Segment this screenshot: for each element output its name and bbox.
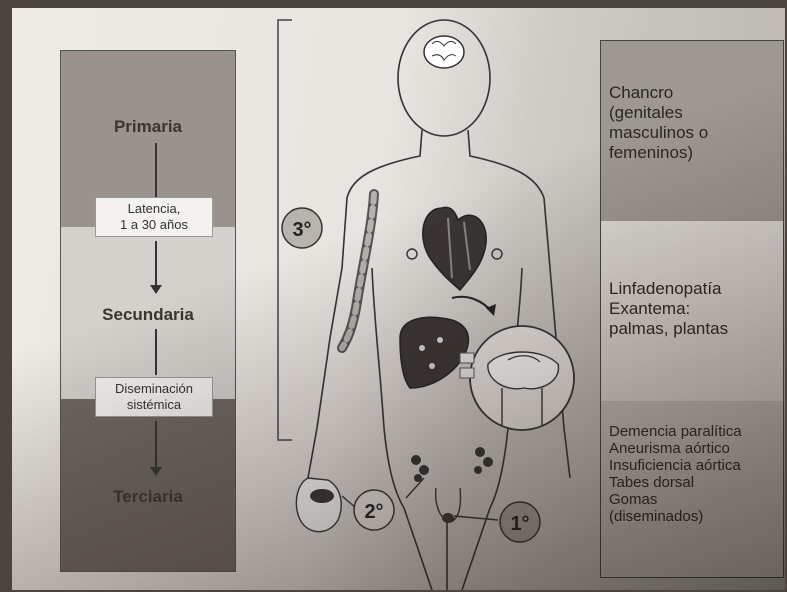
diagram-page: Primaria Latencia, 1 a 30 años Secundari… xyxy=(12,8,785,590)
secondary-marker: 2° xyxy=(364,501,383,523)
tertiary-manifestation-line: Demencia paralítica xyxy=(609,423,742,440)
tertiary-manifestation-line: Tabes dorsal xyxy=(609,474,742,491)
secondary-manifestation-line: Linfadenopatía xyxy=(609,279,728,299)
tertiary-marker: 3° xyxy=(292,219,311,241)
tertiary-manifestation-line: Gomas xyxy=(609,491,742,508)
primary-manifestations: Chancro (genitales masculinos o femenino… xyxy=(609,83,708,163)
primary-manifestation-line: femeninos) xyxy=(609,143,708,163)
primary-marker: 1° xyxy=(510,513,529,535)
tertiary-manifestation-line: Insuficiencia aórtica xyxy=(609,457,742,474)
primary-manifestation-line: masculinos o xyxy=(609,123,708,143)
tertiary-manifestation-line: (diseminados) xyxy=(609,508,742,525)
primary-manifestation-line: Chancro xyxy=(609,83,708,103)
primary-manifestation-line: (genitales xyxy=(609,103,708,123)
manifestations-column: Chancro (genitales masculinos o femenino… xyxy=(600,40,784,578)
tertiary-manifestations: Demencia paralítica Aneurisma aórtico In… xyxy=(609,423,742,525)
secondary-manifestation-line: Exantema: xyxy=(609,299,728,319)
tertiary-manifestation-line: Aneurisma aórtico xyxy=(609,440,742,457)
secondary-manifestations: Linfadenopatía Exantema: palmas, plantas xyxy=(609,279,728,339)
secondary-manifestation-line: palmas, plantas xyxy=(609,319,728,339)
